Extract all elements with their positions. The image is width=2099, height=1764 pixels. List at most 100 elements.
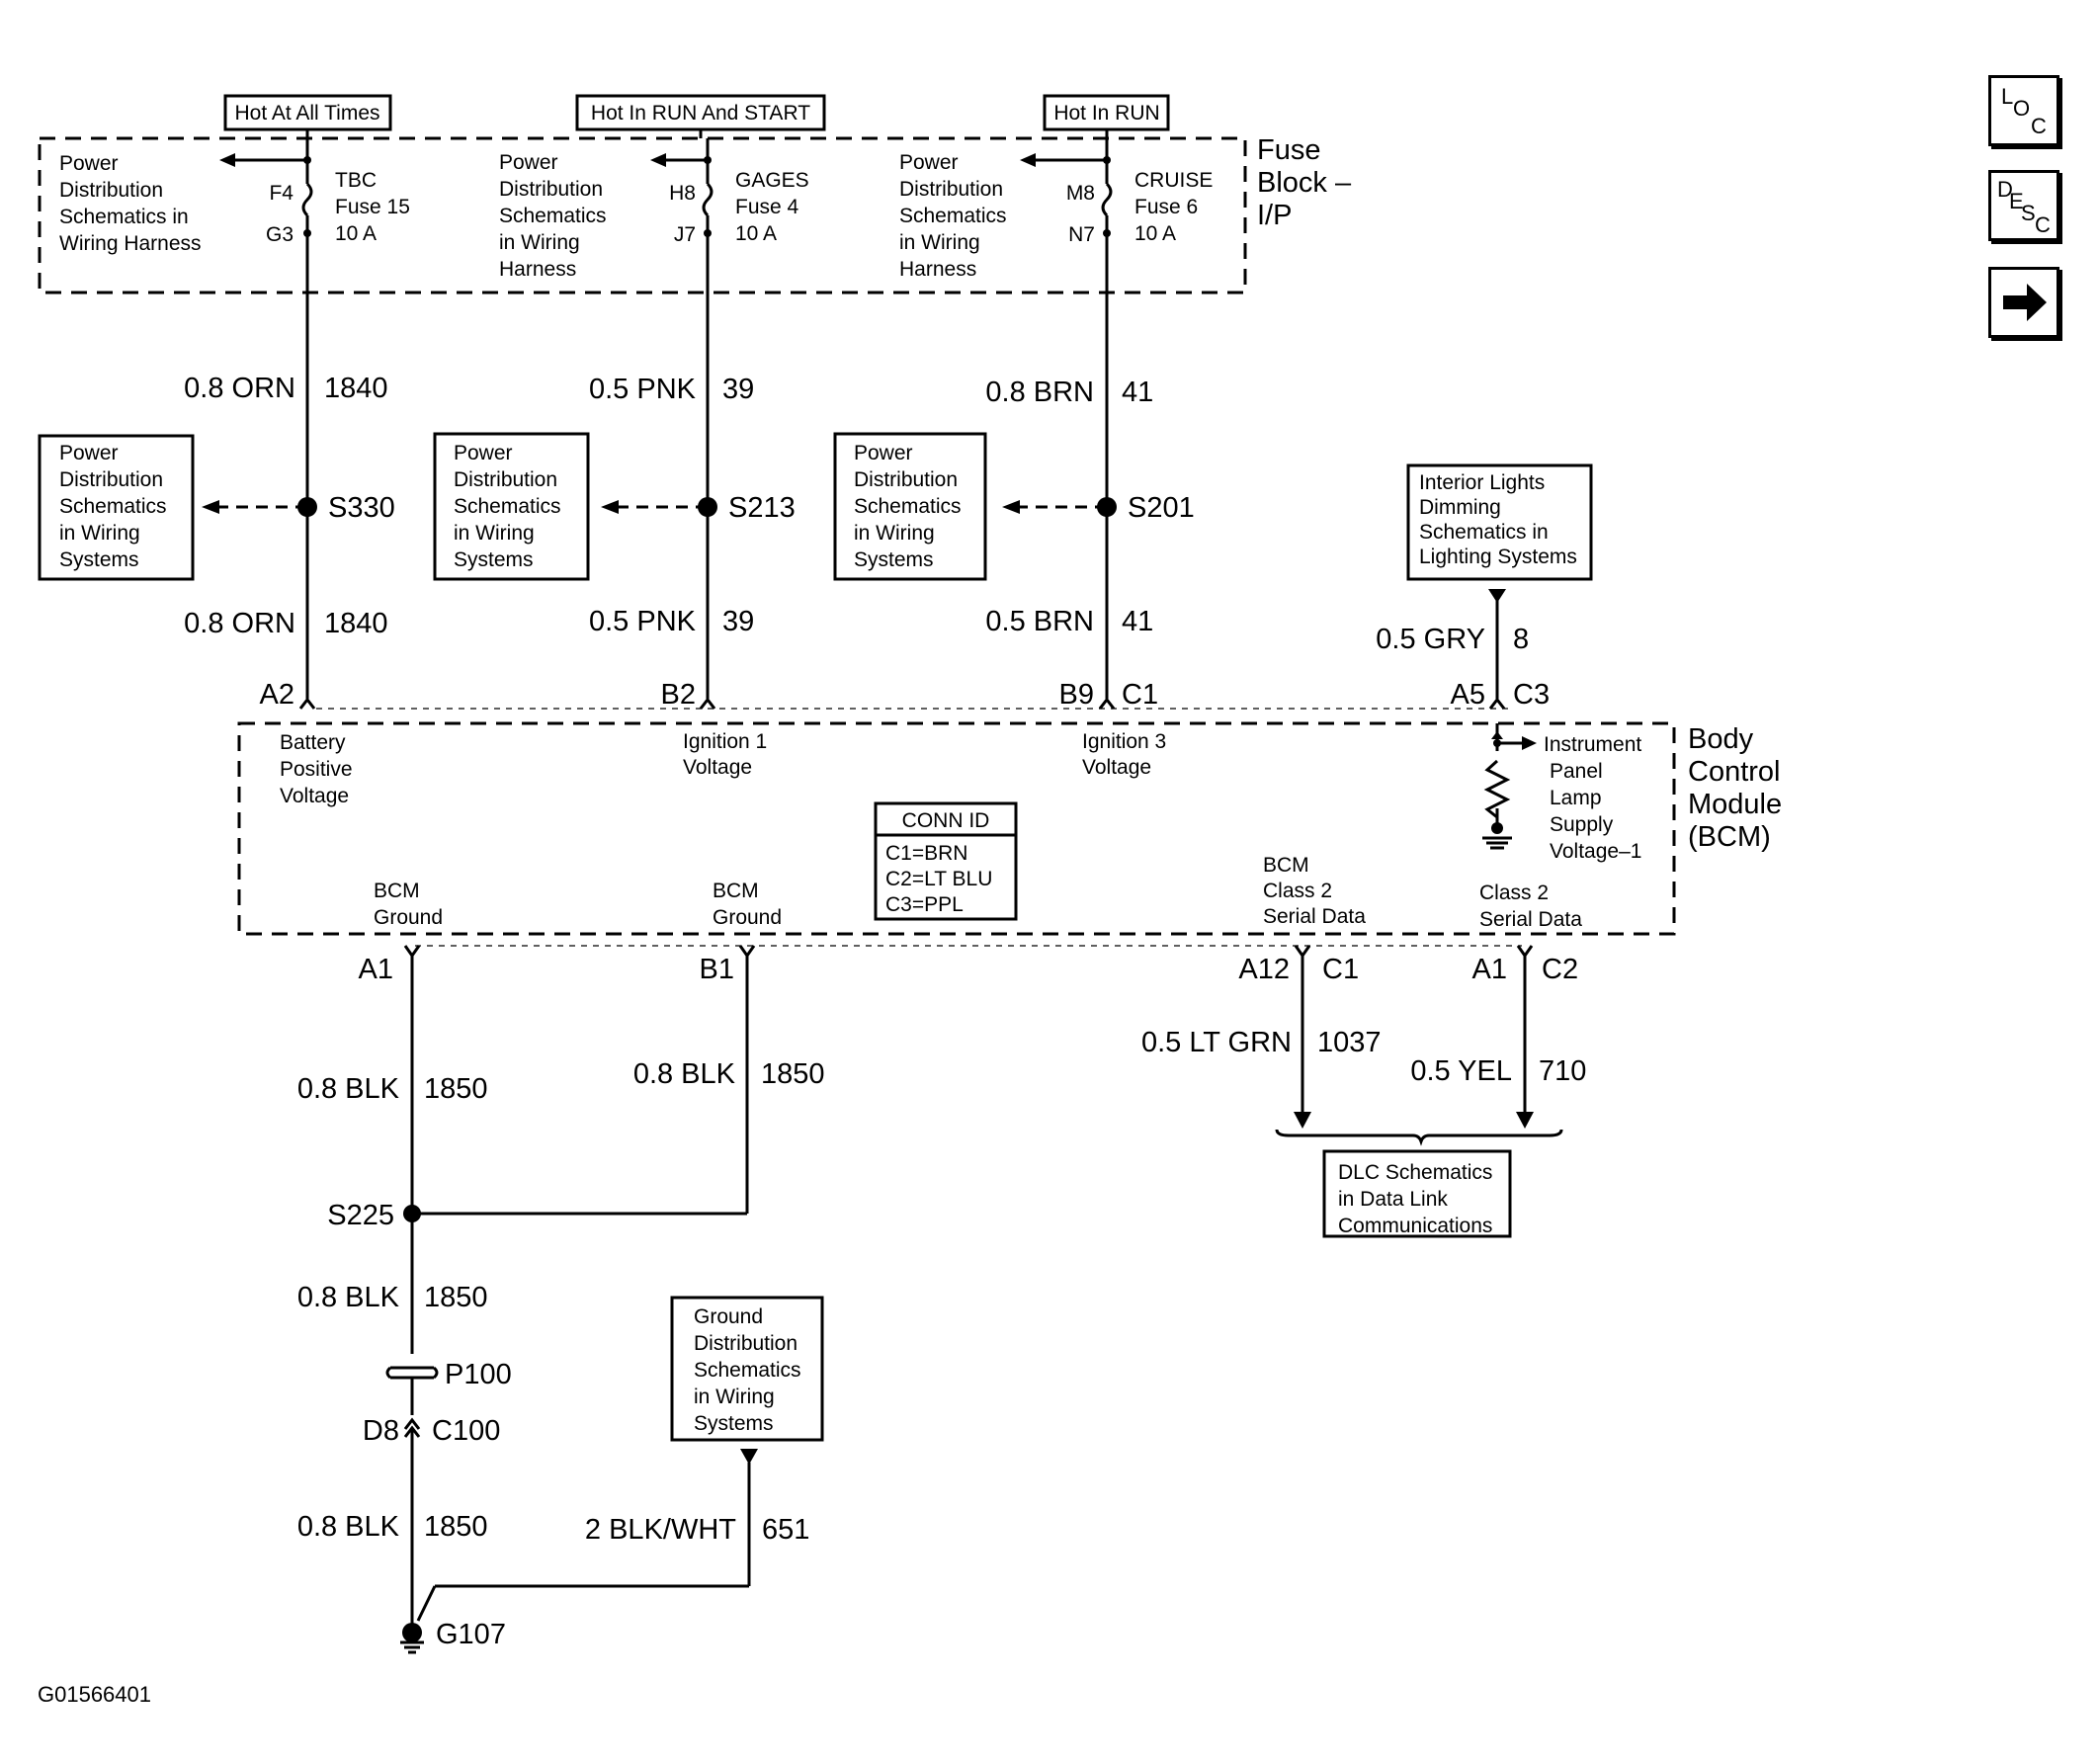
ground-label-g107: G107 [436, 1619, 506, 1650]
fuse-block-outline [38, 136, 1247, 294]
loc-letter-o: O [2013, 96, 2031, 121]
pd-splice-3: Power [854, 442, 913, 464]
bcm-input: Voltage [683, 756, 752, 779]
wire-color: 0.8 BLK [297, 1511, 400, 1543]
pin-label: A5 [1451, 679, 1485, 711]
bcm-input: Voltage [280, 785, 349, 807]
wire-color: 0.5 BRN [985, 606, 1094, 637]
figure-id: G01566401 [38, 1682, 151, 1707]
splice-dot-s330 [297, 497, 317, 517]
conn-id-title: CONN ID [902, 809, 990, 832]
desc-letter-e: E [2009, 189, 2024, 213]
wire-circuit: 39 [722, 374, 754, 405]
pd-splice-2: in Wiring [454, 522, 535, 545]
pd-fuse-2: Harness [499, 258, 576, 281]
fuse-block-label-2: Block – [1257, 167, 1352, 199]
d8-label: D8 [363, 1415, 399, 1447]
wire-circuit: 710 [1539, 1055, 1586, 1087]
conn-label: C2 [1542, 954, 1578, 985]
wire-circuit: 39 [722, 606, 754, 637]
c100-label: C100 [432, 1415, 500, 1447]
fuse-pin-in: M8 [1066, 182, 1095, 205]
bcm-ground: Ground [713, 906, 782, 929]
header-hot-all-times: Hot At All Times [234, 102, 379, 125]
bcm-serial: Serial Data [1479, 908, 1582, 931]
interior-lights-text: Schematics in [1419, 521, 1549, 544]
header-hot-run: Hot In RUN [1053, 102, 1159, 125]
ground-dist-text: Ground [694, 1305, 763, 1328]
bcm-title: (BCM) [1688, 821, 1771, 853]
pd-fuse-3: Harness [899, 258, 976, 281]
fuse-pin-in: F4 [269, 182, 294, 205]
fuse-amps: 10 A [335, 222, 377, 245]
ground-dist-text: Schematics [694, 1359, 801, 1382]
wire-circuit: 41 [1122, 606, 1153, 637]
ground-dist-text: Distribution [694, 1332, 798, 1355]
bcm-ground: BCM [374, 880, 420, 902]
wire-circuit: 1840 [324, 608, 388, 639]
conn-id-box [874, 801, 1018, 921]
ground-dist-box [670, 1296, 824, 1442]
bcm-title: Control [1688, 756, 1781, 788]
bcm-input: Voltage [1082, 756, 1151, 779]
next-button[interactable] [1988, 267, 2059, 338]
pd-fuse-2: Schematics [499, 205, 607, 227]
pd-fuse-3: Schematics [899, 205, 1007, 227]
right-arrow-icon [2003, 284, 2047, 321]
splice-label: S201 [1128, 492, 1195, 524]
desc-button[interactable]: D E S C [1988, 170, 2059, 241]
loc-button[interactable]: L O C [1988, 75, 2059, 146]
ground-dist-text: Systems [694, 1412, 774, 1435]
dlc-text: in Data Link [1338, 1188, 1448, 1211]
wire-color: 0.8 ORN [184, 608, 295, 639]
fuse-pin-out: J7 [674, 223, 696, 246]
wire-color: 0.5 YEL [1410, 1055, 1512, 1087]
conn-id-line: C3=PPL [885, 893, 964, 916]
fuse-name: TBC [335, 169, 377, 192]
fuse-name: CRUISE [1134, 169, 1213, 192]
bcm-input: Positive [280, 758, 353, 781]
pin-label: A2 [260, 679, 294, 711]
pd-splice-3: Systems [854, 548, 934, 571]
splice-dot-s225 [403, 1205, 421, 1222]
fuse-amps: 10 A [1134, 222, 1176, 245]
fuse-number: Fuse 15 [335, 196, 410, 218]
lamp-supply-text: Lamp [1550, 787, 1602, 809]
fuse-amps: 10 A [735, 222, 777, 245]
fuse-number: Fuse 4 [735, 196, 799, 218]
pin-label: B1 [700, 954, 734, 985]
fuse-name: GAGES [735, 169, 809, 192]
interior-lights-text: Interior Lights [1419, 471, 1545, 494]
bcm-title: Module [1688, 789, 1782, 820]
pd-box-s213 [433, 432, 590, 581]
pd-splice-1: Schematics [59, 495, 167, 518]
wire-color: 0.8 BLK [297, 1073, 400, 1105]
pd-splice-1: in Wiring [59, 522, 140, 545]
splice-label: S330 [328, 492, 395, 524]
pd-fuse-2: Power [499, 151, 558, 174]
dlc-text: DLC Schematics [1338, 1161, 1492, 1184]
pd-fuse-3: Distribution [899, 178, 1003, 201]
conn-label: C3 [1513, 679, 1550, 711]
pd-splice-2: Schematics [454, 495, 561, 518]
pd-fuse-2: Distribution [499, 178, 603, 201]
pd-splice-3: Distribution [854, 468, 958, 491]
pd-fuse-1: Distribution [59, 179, 163, 202]
wire-color: 0.5 PNK [589, 606, 697, 637]
bcm-title: Body [1688, 723, 1754, 755]
pd-splice-3: Schematics [854, 495, 962, 518]
splice-dot-s201 [1097, 497, 1117, 517]
wire-color: 2 BLK/WHT [585, 1514, 736, 1546]
pd-splice-2: Distribution [454, 468, 557, 491]
pd-fuse-3: in Wiring [899, 231, 980, 254]
desc-letter-c: C [2035, 212, 2051, 237]
bcm-ground: BCM [713, 880, 759, 902]
fuse-pin-out: N7 [1068, 223, 1095, 246]
dlc-text: Communications [1338, 1215, 1492, 1237]
wire-color: 0.8 BRN [985, 377, 1094, 408]
wire-color: 0.5 PNK [589, 374, 697, 405]
dlc-box [1322, 1149, 1512, 1238]
lamp-supply-text: Instrument [1544, 733, 1641, 756]
bcm-serial: Class 2 [1479, 882, 1549, 904]
